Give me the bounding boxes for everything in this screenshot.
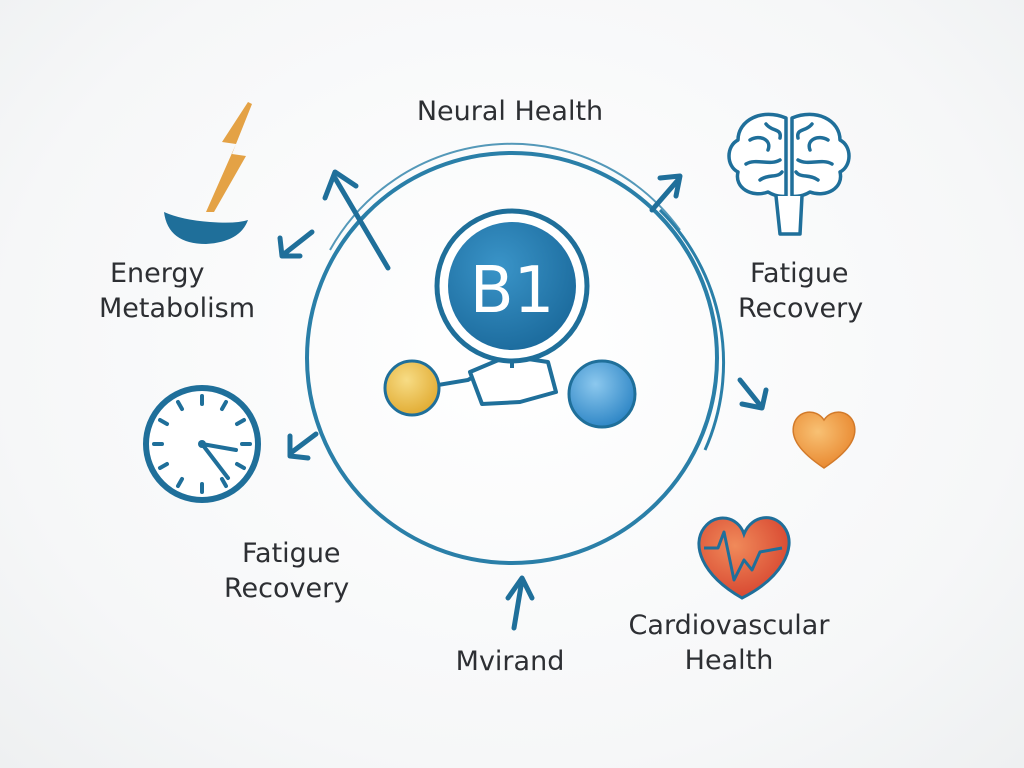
b1-molecule: B1 [383,208,637,429]
lightning-bowl-icon [164,102,252,244]
heart-icon [792,411,856,469]
arrow-top-right [649,173,683,213]
label-bottom: Mvirand [440,644,580,679]
arrow-top-left [322,169,391,271]
heart-ecg-icon [697,516,791,600]
arrow-left-upper [277,229,315,259]
label-neural-health: Neural Health [400,94,620,129]
b1-badge-text: B1 [470,254,555,328]
orbit-ring [305,142,726,565]
label-energy-metabolism: Energy Metabolism [92,256,262,326]
label-fatigue-right-line2: Recovery [738,293,864,325]
label-cardio-line1: Cardiovascular [628,610,830,641]
clock-icon [143,385,261,503]
label-bottom-text: Mvirand [455,646,565,677]
label-cardio-line2: Health [684,645,774,677]
label-fatigue-left-line1: Fatigue [242,538,341,569]
label-energy-line2: Metabolism [98,293,256,325]
label-cardiovascular-health: Cardiovascular Health [614,608,844,678]
arrow-bottom [505,575,535,631]
label-fatigue-right-line1: Fatigue [750,258,849,289]
label-fatigue-left-line2: Recovery [224,573,350,605]
arrow-left-lower [287,431,319,461]
label-fatigue-recovery-right: Fatigue Recovery [738,256,888,326]
label-neural-health-text: Neural Health [416,96,604,127]
label-fatigue-recovery-left: Fatigue Recovery [224,536,364,606]
orbit-arrows [277,169,769,631]
arrow-right [737,377,769,411]
brain-icon [727,112,851,236]
label-energy-line1: Energy [110,258,205,289]
